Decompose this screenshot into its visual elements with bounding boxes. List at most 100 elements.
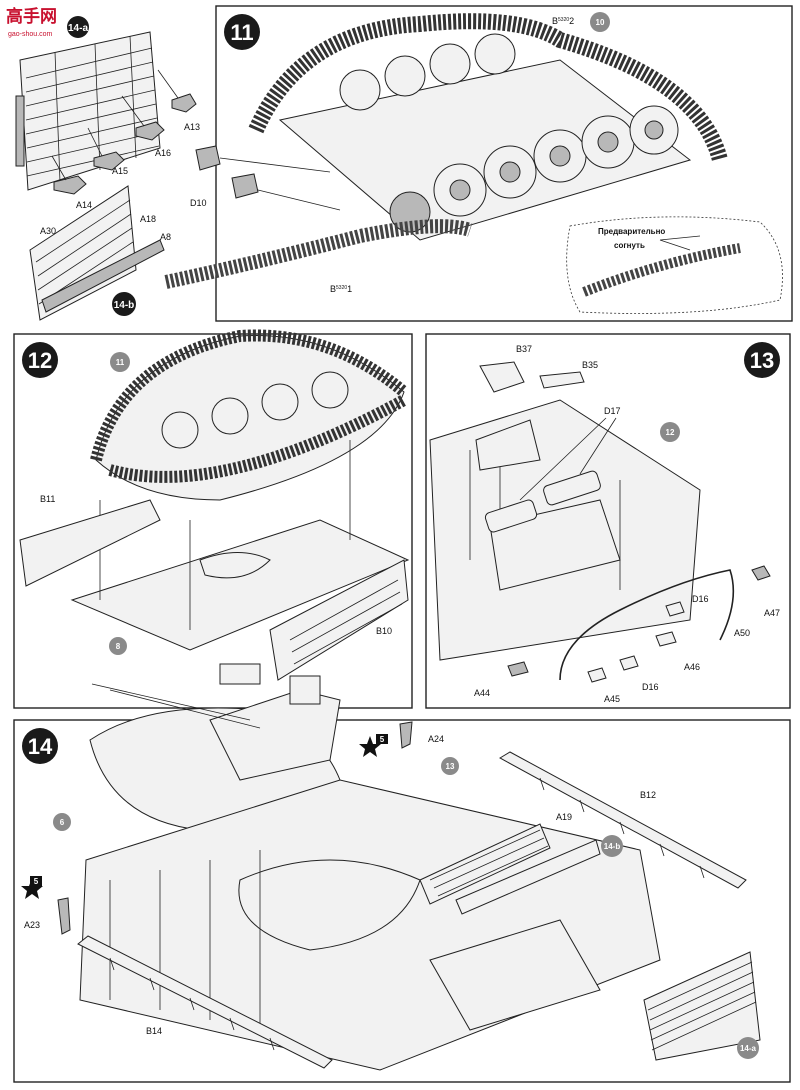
grille-panel	[475, 419, 541, 471]
hatch-d17-right	[543, 470, 601, 506]
part-a46-shape	[655, 631, 677, 647]
part-d10-shape	[195, 145, 221, 171]
part-label-a15: A15	[112, 166, 128, 176]
sub-label-14a-step14: 14-a	[740, 1044, 757, 1053]
part-label-b11: B11	[40, 494, 55, 504]
star-value-left: 5	[34, 877, 39, 886]
part-b14-shape	[77, 935, 333, 1069]
part-label-d17: D17	[604, 406, 621, 416]
sub-label-14b-circle	[112, 292, 136, 316]
part-label-a14: A14	[76, 200, 92, 210]
sub-label-14b-step14-badge	[601, 835, 623, 857]
step-13-number: 13	[750, 348, 774, 373]
sub-label-14a-circle	[67, 16, 89, 38]
track-lower	[164, 219, 473, 289]
step-12-ref-bottom-badge	[109, 637, 127, 655]
callout-text-1: Предварительно	[598, 227, 665, 236]
step-11-panel: 11 D10 10	[164, 5, 793, 322]
step-11-number: 11	[230, 20, 253, 45]
part-a47-shape	[751, 565, 771, 581]
sub-label-14a-step14-badge	[737, 1037, 759, 1059]
callout-bubble	[566, 216, 783, 314]
star-5-marker-left: 5	[21, 876, 43, 899]
part-label-a44: A44	[474, 688, 490, 698]
step-14-ref-hull-badge	[441, 757, 459, 775]
part-a13-shape	[171, 93, 197, 113]
screen-14b-part	[29, 185, 165, 321]
part-a14-shape	[53, 175, 87, 195]
step-14-frame	[13, 719, 791, 1083]
track-bottom-label: B53201	[330, 284, 352, 294]
part-label-a30: A30	[40, 226, 56, 236]
part-label-a16: A16	[155, 148, 171, 158]
step-14-ref-turret: 6	[60, 818, 65, 827]
step-11-ref: 10	[596, 18, 605, 27]
callout-track	[582, 243, 741, 297]
part-label-a46: A46	[684, 662, 700, 672]
step-12-ref-top: 11	[116, 358, 125, 367]
cable-a50	[559, 569, 735, 681]
part-label-a50: A50	[734, 628, 750, 638]
step-13-frame	[425, 333, 791, 709]
step-12-panel: 12 11 B11 B10 8	[13, 329, 413, 709]
lower-hull	[70, 519, 410, 651]
step-13-ref: 12	[666, 428, 675, 437]
step-13-ref-badge	[660, 422, 680, 442]
engine-grille	[429, 919, 601, 1031]
step-12-number: 12	[28, 348, 52, 373]
part-b35-shape	[539, 371, 585, 389]
step-11-ref-badge	[590, 12, 610, 32]
track-assembly-wheels	[161, 371, 349, 449]
part-label-a18: A18	[140, 214, 156, 224]
part-d16-shape	[665, 601, 685, 617]
star-5-marker-top: 5	[359, 734, 388, 757]
part-label-b12: B12	[640, 790, 656, 800]
part-a45-shape	[587, 667, 607, 683]
screen-14b-install	[455, 839, 601, 915]
part-a24-shape	[399, 721, 413, 749]
part-label-a45: A45	[604, 694, 620, 704]
step-12-badge	[22, 342, 58, 378]
step-14-ref-hull: 13	[446, 762, 455, 771]
part-a16-shape	[135, 121, 165, 141]
hull-lower	[278, 59, 692, 241]
step-12-ref-bottom: 8	[116, 642, 121, 651]
part-label-a23: A23	[24, 920, 40, 930]
step-11-badge	[224, 14, 260, 50]
part-label-d16-2: D16	[642, 682, 659, 692]
part-label-b10: B10	[376, 626, 392, 636]
road-wheels	[339, 33, 679, 233]
track-upper	[248, 13, 728, 163]
part-b37-shape	[479, 361, 525, 393]
watermark-url: gao-shou.com	[8, 31, 53, 38]
step-14-badge	[22, 728, 58, 764]
sub-label-14b: 14-b	[114, 300, 135, 311]
part-a23-shape	[57, 897, 71, 935]
star-value-top: 5	[380, 735, 385, 744]
part-label-d16: D16	[692, 594, 709, 604]
side-panel-b11	[19, 499, 161, 587]
part-label-a8: A8	[160, 232, 171, 242]
part-a44-shape	[507, 661, 529, 677]
grille-screen-part	[15, 31, 161, 191]
part-d16-shape-2	[619, 655, 639, 671]
step-12-ref-top-badge	[110, 352, 130, 372]
part-label-a47: A47	[764, 608, 780, 618]
sub-label-14b-step14: 14-b	[604, 842, 621, 851]
turret-ring	[238, 859, 421, 951]
hatch-d17-left	[484, 499, 538, 533]
track-top-label: B53202	[552, 16, 574, 26]
part-label-b37: B37	[516, 344, 532, 354]
part-a15-shape	[93, 151, 125, 171]
part-a19-shape	[419, 823, 551, 905]
step-13-panel: 13 D17 B37 B35 12 A47 D16 A50 A46 A44 A4…	[425, 333, 791, 709]
part-label-a13: A13	[184, 122, 200, 132]
part-label-a24: A24	[428, 734, 444, 744]
step-14-panel: 14 6 13 5 A24 5	[13, 663, 791, 1083]
step-13-badge	[744, 342, 780, 378]
step-14-ref-turret-badge	[53, 813, 71, 831]
side-panel-b10	[269, 559, 409, 681]
step-14a-panel: 14-a A13 A16 A15 A14 A30 A18 A8 14-b	[15, 16, 200, 321]
part-b12-shape	[498, 751, 747, 889]
